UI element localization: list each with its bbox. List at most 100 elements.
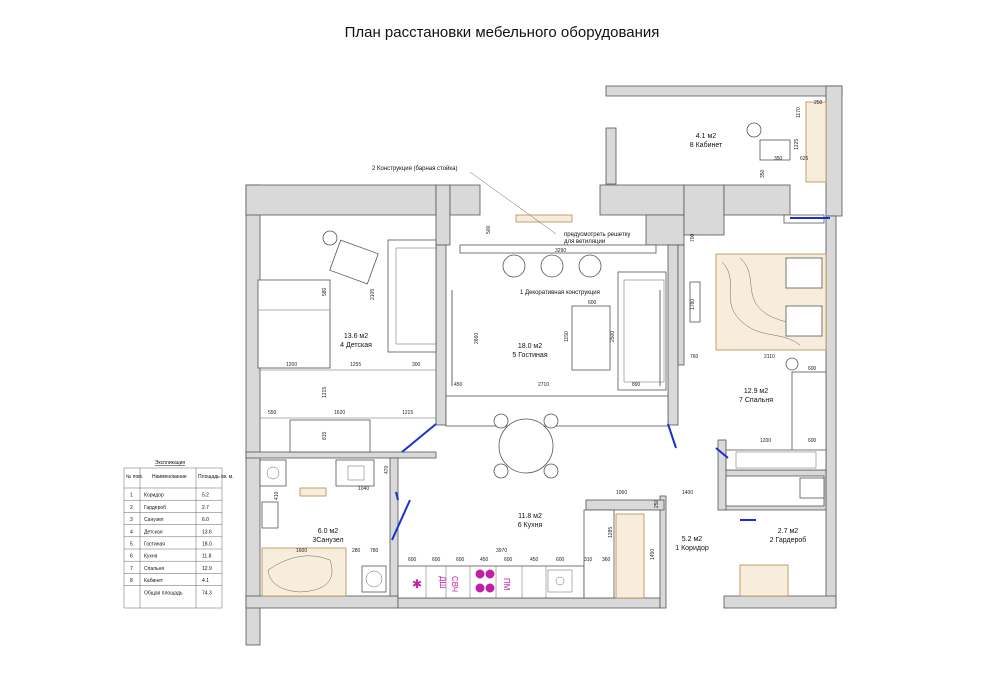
dim: 1400 — [682, 490, 693, 496]
legend-cell-name: Гостиная — [144, 542, 165, 548]
dim: 1200 — [286, 362, 297, 368]
dim: 2500 — [610, 331, 616, 342]
dim: 1040 — [358, 486, 369, 492]
kitchen-dim: 600 — [556, 557, 565, 563]
legend-cell-area: 11.8 — [202, 554, 212, 560]
legend-cell-area: 12.9 — [202, 566, 212, 572]
dim: 500 — [486, 225, 492, 234]
legend-cell-area: 13.6 — [202, 529, 212, 535]
legend-cell-num: 4 — [130, 529, 133, 535]
legend-cell-name: Коридор — [144, 493, 164, 499]
note-vent2: для ветиляции — [564, 239, 605, 245]
appliance-dsh: ДШ — [438, 576, 447, 589]
legend-cell-area: 18.0 — [202, 542, 212, 548]
note-bar: 2 Конструкция (барная стойка) — [372, 165, 458, 172]
kitchen-dim: 450 — [480, 557, 489, 563]
dim: 1215 — [322, 387, 328, 398]
room-name-spalnya: 7 Спальня — [739, 397, 773, 404]
legend-cell-num: 5 — [130, 542, 133, 548]
dim: 1215 — [402, 410, 413, 416]
dim: 1200 — [760, 438, 771, 444]
room-name-detskaya: 4 Детская — [340, 342, 372, 349]
dim: 2110 — [764, 354, 775, 360]
dim: 410 — [274, 491, 280, 500]
room-name-kabinet: 8 Кабинет — [690, 141, 723, 149]
dim: 1285 — [608, 527, 614, 538]
doors — [391, 217, 830, 541]
legend-cell-name: Спальня — [144, 566, 164, 572]
koridor-furniture — [725, 475, 825, 597]
dim: 1600 — [296, 548, 307, 554]
legend-total-value: 74.3 — [202, 590, 212, 596]
legend-cell-num: 1 — [130, 493, 133, 499]
kitchen-dim: 600 — [456, 557, 465, 563]
legend-cell-name: Санузел — [144, 517, 164, 523]
room-name-sanuzel: 3Санузел — [312, 537, 343, 544]
dim: 3290 — [555, 248, 566, 254]
legend-cell-name: Гардероб — [144, 505, 166, 511]
dim: 450 — [454, 382, 463, 388]
appliance-pm: ПМ — [502, 578, 511, 591]
legend-header-name: Наименование — [152, 474, 187, 480]
explication-table: Экспликация № пом. Наименование Площадь … — [123, 460, 234, 609]
dim: 300 — [412, 362, 421, 368]
dim: 3970 — [496, 548, 507, 554]
note-decor: 1 Декоративная конструкция — [520, 290, 600, 296]
room-area-detskaya: 13.6 м2 — [344, 333, 368, 340]
dim: 815 — [322, 431, 328, 440]
legend-cell-area: 2.7 — [202, 505, 209, 511]
dim: 890 — [632, 382, 641, 388]
room-name-gostinaya: 5 Гостиная — [512, 352, 547, 359]
dim: 1060 — [616, 490, 627, 496]
dim: 350 — [774, 156, 783, 162]
dim: 2105 — [370, 289, 376, 300]
dim: 1170 — [796, 107, 802, 118]
kitchen-dim: 600 — [408, 557, 417, 563]
dim: 1225 — [794, 139, 800, 150]
dim: 470 — [384, 465, 390, 474]
legend-cell-name: Детская — [144, 529, 163, 535]
legend-cell-num: 8 — [130, 578, 133, 584]
legend-header-num: № пом. — [126, 474, 143, 480]
kitchen-dim: 310 — [584, 557, 593, 563]
legend-cell-area: 4.1 — [202, 578, 209, 584]
dim: 250 — [654, 499, 660, 508]
room-area-kuhnya: 11.8 м2 — [518, 513, 542, 520]
legend-header-area: Площадь кв. м. — [198, 474, 234, 480]
legend-cell-num: 7 — [130, 566, 133, 572]
dim: 780 — [370, 548, 379, 554]
kitchen-dim: 360 — [602, 557, 611, 563]
dim: 1150 — [564, 331, 570, 342]
legend-cell-area: 5.2 — [202, 493, 209, 499]
dim: 600 — [808, 366, 817, 372]
dim: 580 — [322, 287, 328, 296]
room-name-koridor: 1 Коридор — [675, 545, 709, 552]
legend-cell-name: Кабинет — [144, 578, 164, 584]
kitchen-dim: 600 — [504, 557, 513, 563]
dim: 1620 — [334, 410, 345, 416]
sanuzel-fixtures — [259, 459, 387, 597]
dim: 700 — [690, 233, 696, 242]
room-name-kuhnya: 6 Кухня — [518, 522, 543, 529]
page-title: План расстановки мебельного оборудования — [344, 24, 660, 41]
dim: 2660 — [474, 333, 480, 344]
dim: 1780 — [690, 299, 696, 310]
kitchen-dim: 600 — [432, 557, 441, 563]
dim: 1255 — [350, 362, 361, 368]
dim: 280 — [352, 548, 361, 554]
legend-total-label: Общая площадь — [144, 590, 183, 596]
kitchen-dim: 450 — [530, 557, 539, 563]
legend-cell-num: 6 — [130, 554, 133, 560]
dim: 760 — [690, 354, 699, 360]
legend-title: Экспликация — [155, 460, 185, 466]
room-area-gostinaya: 18.0 м2 — [518, 343, 542, 350]
svg-text:✱: ✱ — [412, 577, 422, 591]
legend-cell-name: Кухня — [144, 554, 158, 560]
detskaya-furniture — [257, 230, 437, 453]
dim: 600 — [808, 438, 817, 444]
room-area-koridor: 5.2 м2 — [682, 536, 702, 543]
dim: 625 — [800, 156, 809, 162]
dimensions: 250 1170 1225 350 625 350 500 3290 600 1… — [268, 100, 823, 560]
dim: 1450 — [650, 549, 656, 560]
